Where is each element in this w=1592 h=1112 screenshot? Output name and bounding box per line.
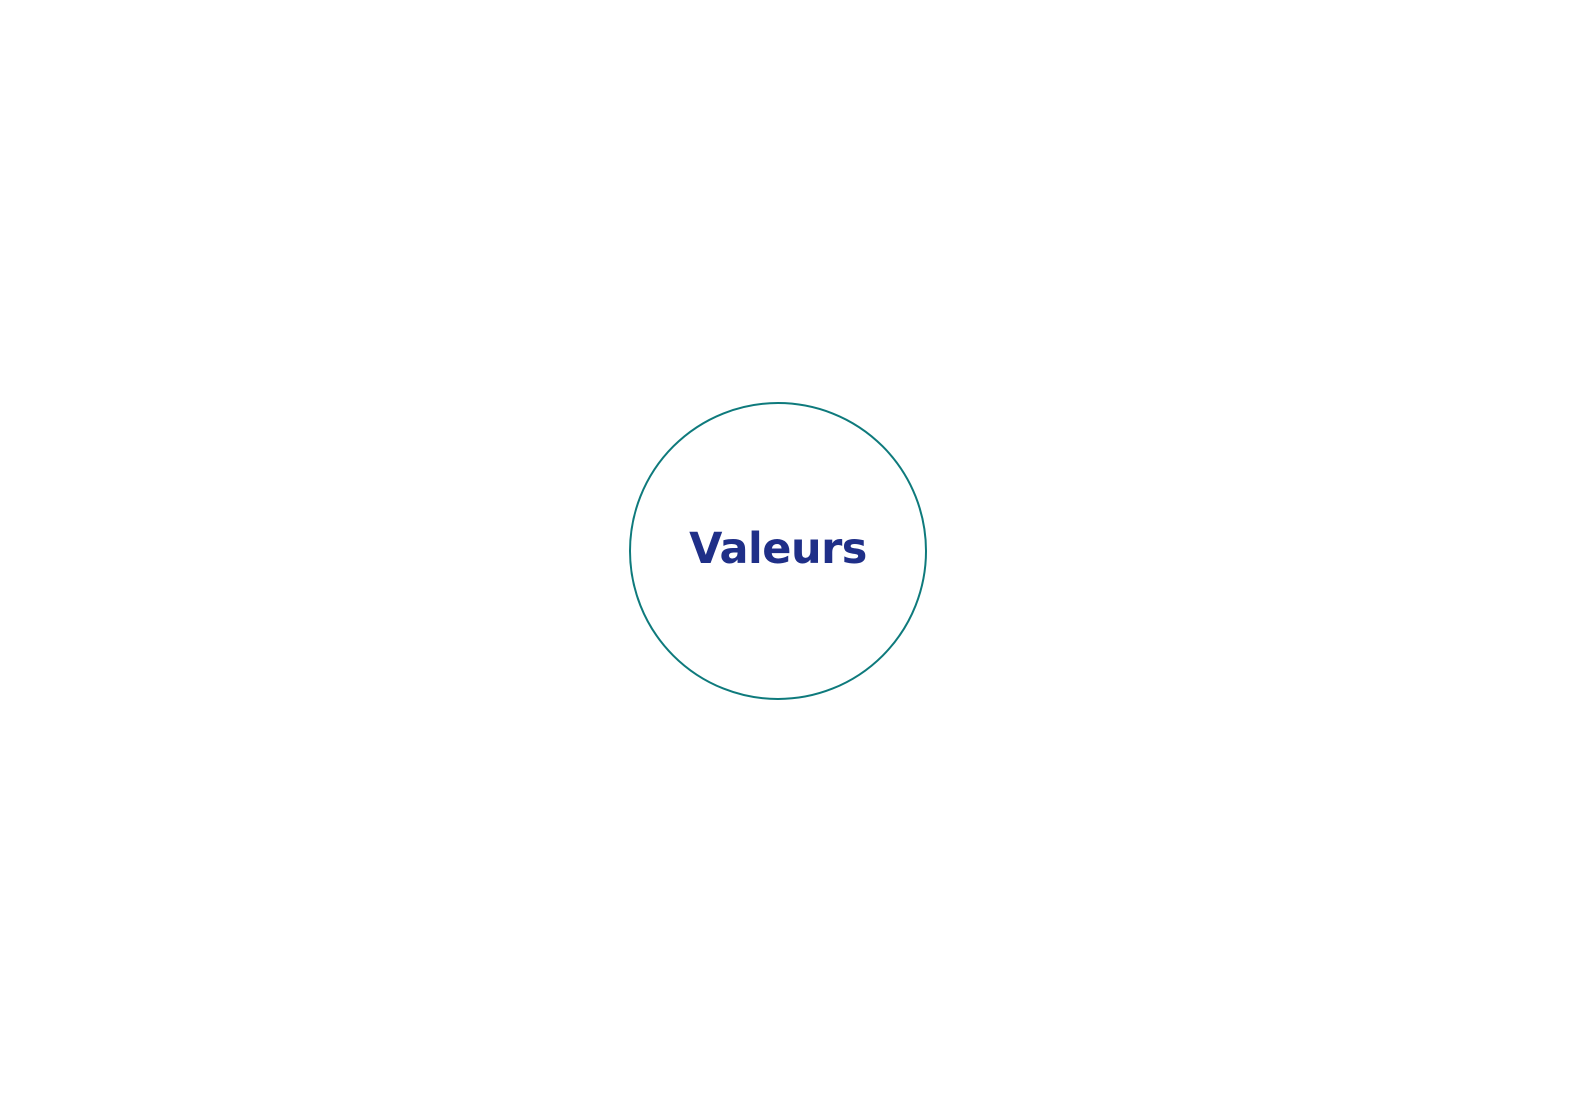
- node-label: Valeurs: [689, 523, 867, 574]
- valeurs-circle-node: Valeurs: [629, 402, 927, 700]
